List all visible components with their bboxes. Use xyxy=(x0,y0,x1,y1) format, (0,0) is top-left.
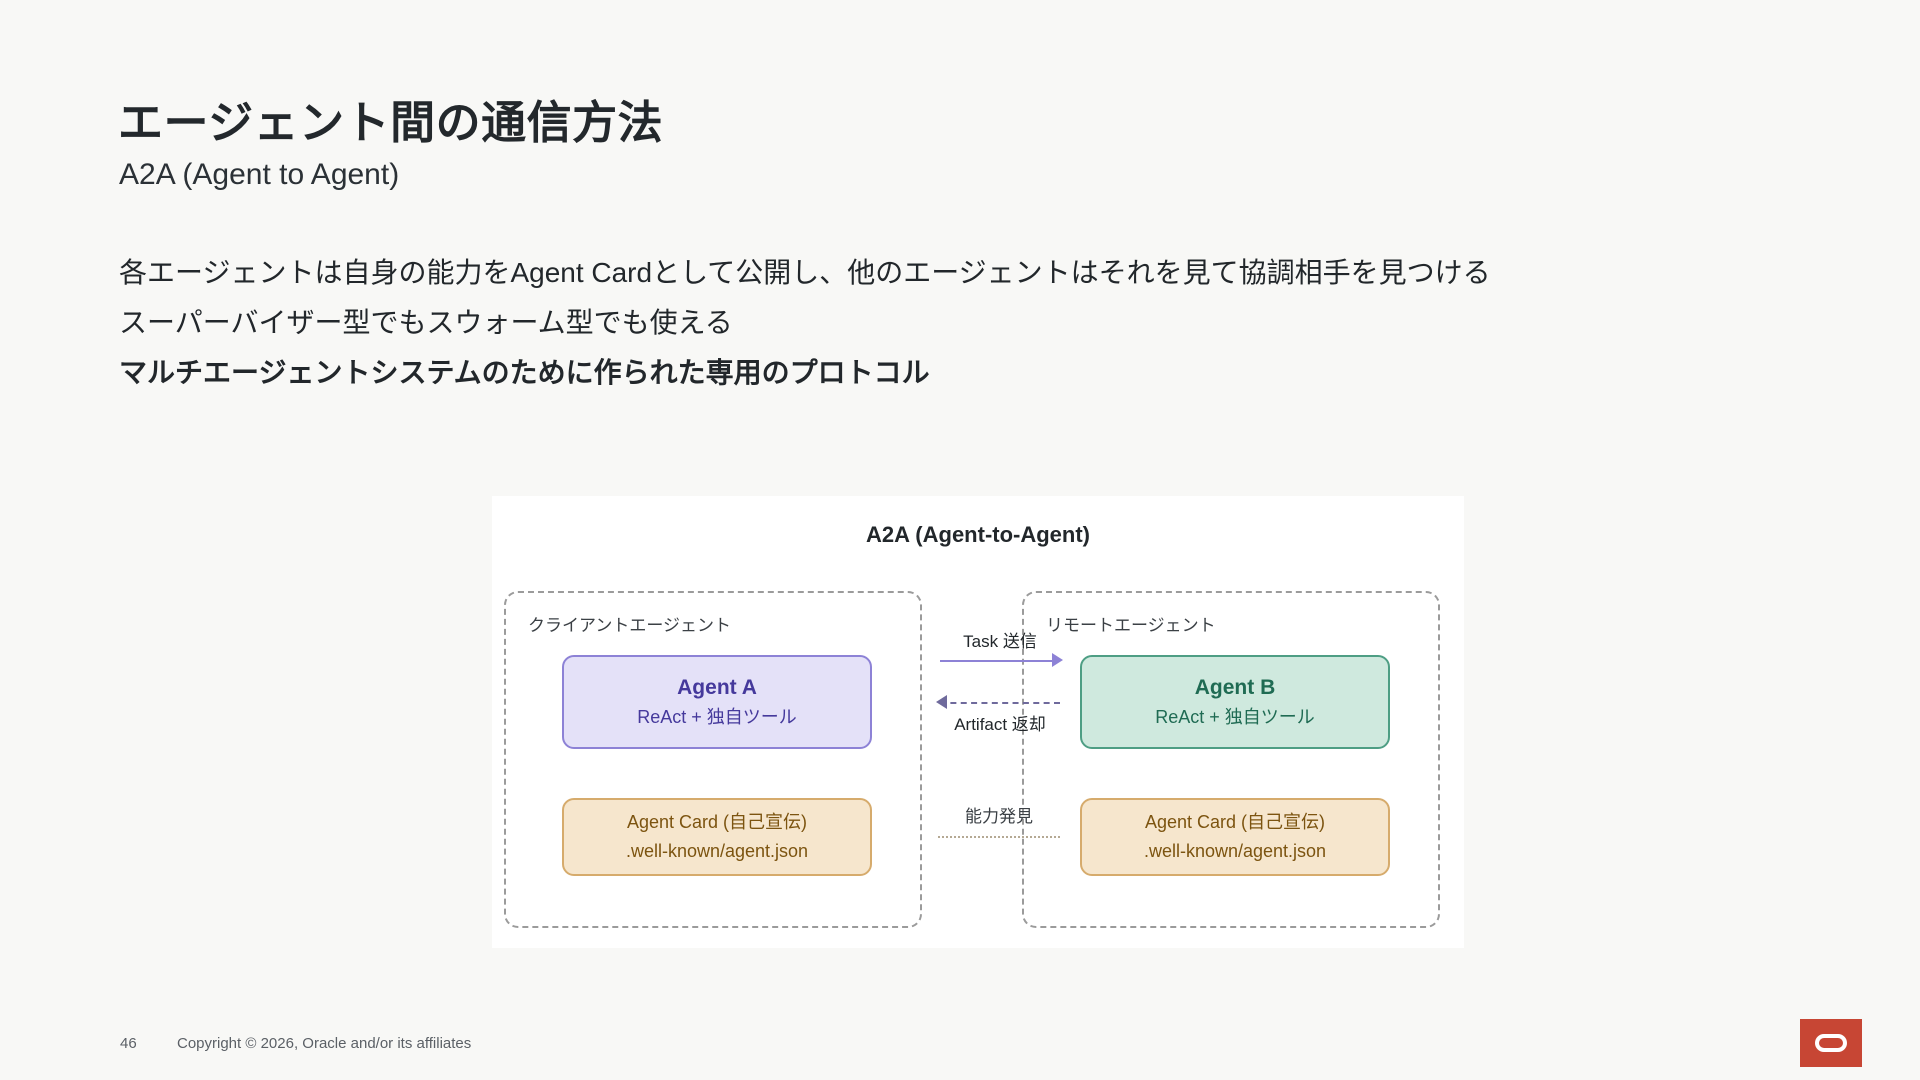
node-agent-card-remote-path: .well-known/agent.json xyxy=(1143,841,1327,862)
oracle-logo-icon xyxy=(1800,1019,1862,1067)
diagram-title: A2A (Agent-to-Agent) xyxy=(865,522,1091,547)
node-agent-card-client-title: Agent Card (自己宣伝) xyxy=(626,811,808,832)
group-label-remote: リモートエージェント xyxy=(1046,616,1216,635)
a2a-diagram: A2A (Agent-to-Agent) クライアントエージェント Agent … xyxy=(492,496,1464,948)
connector-task-label: Task 送信 xyxy=(963,632,1037,651)
group-remote-agent: リモートエージェント Agent B ReAct + 独自ツール Agent C… xyxy=(1022,591,1440,928)
connector-artifact-label: Artifact 返却 xyxy=(954,715,1046,734)
group-label-client: クライアントエージェント xyxy=(528,616,731,635)
node-agent-b[interactable]: Agent B ReAct + 独自ツール xyxy=(1080,655,1390,749)
connector-discovery-line xyxy=(938,836,1060,838)
body-line-2: スーパーバイザー型でもスウォーム型でも使える xyxy=(119,307,733,338)
page-title: エージェント間の通信方法 xyxy=(118,97,664,148)
body-line-1: 各エージェントは自身の能力をAgent Cardとして公開し、他のエージェントは… xyxy=(119,257,1491,288)
body-line-3-emphasis: マルチエージェントシステムのために作られた専用のプロトコル xyxy=(119,357,930,388)
arrow-right-icon xyxy=(1052,653,1063,667)
node-agent-b-title: Agent B xyxy=(1194,675,1276,699)
oracle-ring-shape xyxy=(1815,1034,1847,1052)
connector-artifact-line xyxy=(940,702,1060,704)
node-agent-a-title: Agent A xyxy=(677,675,757,699)
node-agent-b-subtitle: ReAct + 独自ツール xyxy=(1155,706,1315,727)
node-agent-card-remote-title: Agent Card (自己宣伝) xyxy=(1144,811,1326,832)
arrow-left-icon xyxy=(936,695,947,709)
group-client-agent: クライアントエージェント Agent A ReAct + 独自ツール Agent… xyxy=(504,591,922,928)
node-agent-card-client-path: .well-known/agent.json xyxy=(625,841,809,862)
node-agent-card-remote[interactable]: Agent Card (自己宣伝) .well-known/agent.json xyxy=(1080,798,1390,876)
node-agent-a-subtitle: ReAct + 独自ツール xyxy=(637,706,797,727)
node-agent-card-client[interactable]: Agent Card (自己宣伝) .well-known/agent.json xyxy=(562,798,872,876)
body-text-block: 各エージェントは自身の能力をAgent Cardとして公開し、他のエージェントは… xyxy=(119,248,1759,398)
node-agent-a[interactable]: Agent A ReAct + 独自ツール xyxy=(562,655,872,749)
copyright-text: Copyright © 2026, Oracle and/or its affi… xyxy=(177,1035,472,1052)
connector-task-line xyxy=(940,660,1056,662)
connector-discovery-label: 能力発見 xyxy=(965,807,1033,826)
page-number: 46 xyxy=(120,1035,137,1052)
page-subtitle: A2A (Agent to Agent) xyxy=(119,158,400,191)
